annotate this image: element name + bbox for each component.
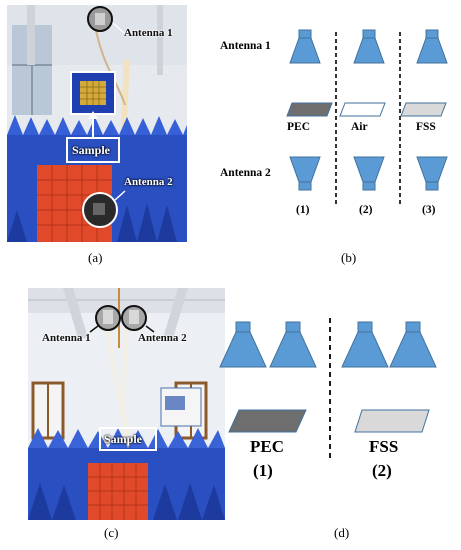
horn-top-2 [353, 37, 385, 64]
horn-d-3 [341, 331, 389, 368]
plate-d-fss [354, 409, 430, 433]
photo-panel-a: Antenna 1 Sample Antenna 2 [7, 5, 187, 242]
diagram-b-bottom-horns [289, 156, 448, 191]
material-b-pec: PEC [287, 121, 310, 133]
case-b-2: (2) [359, 204, 373, 216]
diagram-b-antenna1-label: Antenna 1 [220, 40, 271, 52]
material-d-pec: PEC [250, 437, 284, 456]
material-b-fss: FSS [416, 121, 436, 133]
diagram-b-antenna2-label: Antenna 2 [220, 167, 271, 179]
horn-top-1 [289, 37, 321, 64]
horn-d-4 [389, 331, 437, 368]
photo-c-scene [28, 288, 225, 520]
horn-bottom-1-neck [298, 181, 312, 191]
photo-c-sample-label: Sample [104, 432, 143, 446]
horn-d-4-neck [405, 321, 421, 333]
diagram-d-horns [219, 321, 437, 368]
caption-b: (b) [341, 250, 357, 265]
photo-a-antenna1-label: Antenna 1 [124, 27, 173, 39]
horn-d-2 [269, 331, 317, 368]
photo-a-sample-label: Sample [72, 143, 111, 157]
horn-d-3-neck [357, 321, 373, 333]
case-b-3: (3) [422, 204, 436, 216]
caption-c: (c) [104, 525, 119, 540]
diagram-b-top-horns [289, 29, 448, 64]
horn-d-1-neck [235, 321, 251, 333]
case-d-2: (2) [372, 461, 392, 480]
horn-d-2-neck [285, 321, 301, 333]
diagram-b [286, 29, 448, 205]
horn-d-1 [219, 331, 267, 368]
photo-a-antenna2-label: Antenna 2 [124, 176, 173, 188]
photo-c-antenna1-label: Antenna 1 [42, 332, 91, 344]
case-d-1: (1) [253, 461, 273, 480]
material-d-fss: FSS [369, 437, 399, 456]
photo-c-antenna2-label: Antenna 2 [138, 332, 187, 344]
plate-d-pec [228, 409, 307, 433]
photo-a-scene [7, 5, 187, 242]
horn-bottom-2-neck [362, 181, 376, 191]
material-b-air: Air [351, 121, 368, 133]
plate-air-shape [339, 102, 386, 117]
horn-top-3 [416, 37, 448, 64]
photo-panel-c: Antenna 1 Antenna 2 Sample [28, 288, 225, 520]
horn-bottom-3-neck [425, 181, 439, 191]
plate-fss-shape [400, 102, 447, 117]
case-b-1: (1) [296, 204, 310, 216]
caption-a: (a) [88, 250, 103, 265]
plate-pec-shape [286, 102, 333, 117]
caption-d: (d) [334, 525, 350, 540]
